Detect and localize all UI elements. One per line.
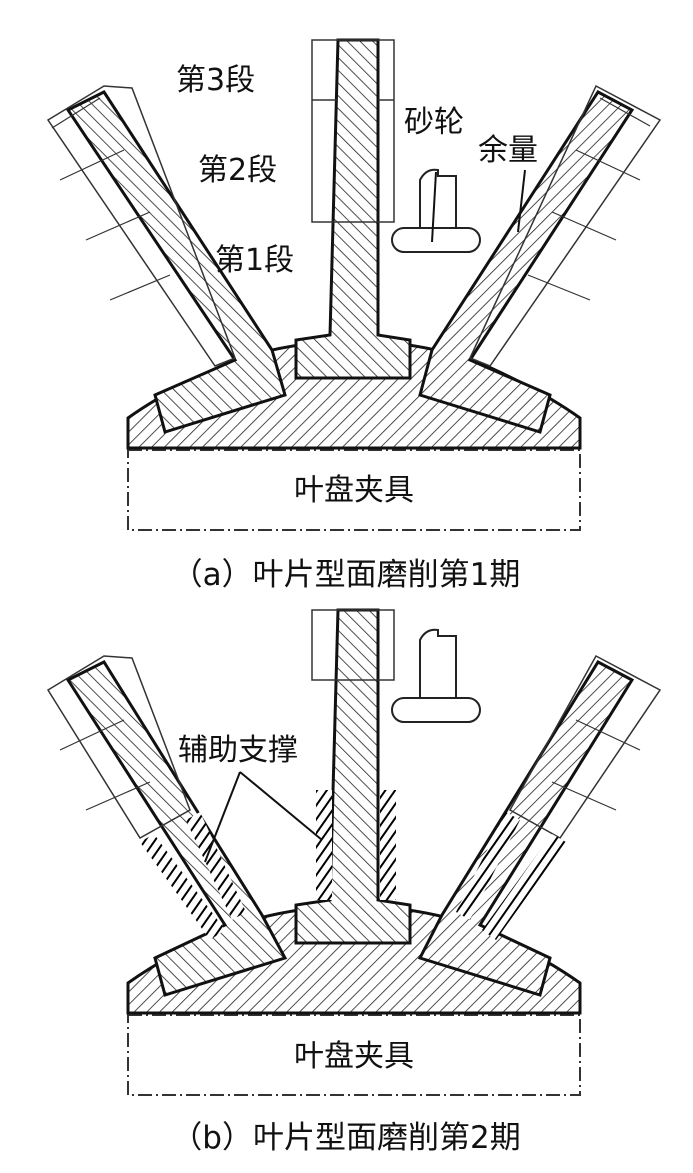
- grinding-wheel-label: 砂轮: [404, 105, 464, 140]
- panel-a: 叶盘夹具: [46, 38, 662, 593]
- segment-2-label: 第2段: [198, 153, 277, 188]
- blisk-fixture: [127, 449, 581, 531]
- aux-support-leader-center: [239, 771, 323, 841]
- aux-support-right-outer: [482, 834, 566, 940]
- left-blade: [46, 655, 288, 997]
- grinding-wheel-leader: [431, 171, 437, 243]
- aux-support-leader-left: [204, 771, 241, 863]
- allowance-label: 余量: [478, 133, 538, 168]
- center-allowance-box: [311, 609, 395, 681]
- panel-b: 叶盘夹具: [46, 608, 662, 1156]
- fixture-label: 叶盘夹具: [294, 1039, 414, 1074]
- aux-support-right-inner: [456, 812, 520, 920]
- segment-3-label: 第3段: [176, 63, 255, 98]
- center-blade: [294, 608, 412, 945]
- allowance-leader: [517, 169, 526, 233]
- aux-support-center-left: [316, 790, 332, 900]
- segment-1-label: 第1段: [215, 243, 294, 278]
- blisk-fixture: [127, 1014, 581, 1096]
- caption-b: （b）叶片型面磨削第2期: [171, 1120, 520, 1156]
- aux-support-label: 辅助支撑: [178, 733, 298, 768]
- right-blade: [418, 84, 662, 434]
- aux-support-center-right: [380, 790, 396, 900]
- center-allowance-box: [311, 39, 395, 223]
- left-blade: [46, 85, 287, 434]
- aux-support-left-outer: [140, 834, 225, 940]
- fixture-label: 叶盘夹具: [294, 473, 414, 508]
- grinding-wheel: [391, 628, 481, 723]
- aux-support-left-inner: [186, 812, 246, 920]
- caption-a: （a）叶片型面磨削第1期: [172, 557, 521, 593]
- center-blade: [294, 38, 412, 380]
- grinding-wheel: [391, 168, 481, 253]
